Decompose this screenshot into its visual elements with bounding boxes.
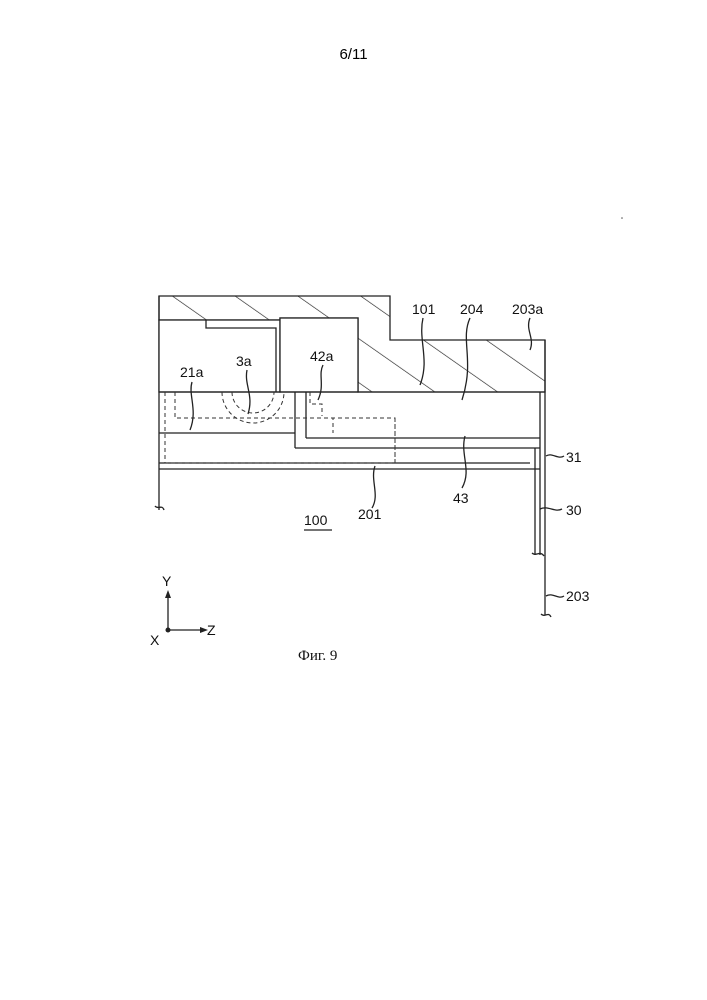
dashed-outline-201 [165,392,395,463]
break-mark-203 [541,614,551,617]
leader-31 [546,455,564,457]
axis-z-label: Z [207,622,216,638]
leader-30 [540,508,562,510]
block-3a [159,320,280,392]
label-30: 30 [566,502,582,518]
stray-dot [621,217,623,219]
dashed-outline-21a [175,392,333,433]
axis-y-label: Y [162,573,172,589]
label-101: 101 [412,301,436,317]
leader-203 [546,595,564,597]
axis-x-label: X [150,632,160,648]
figure-caption: Фиг. 9 [298,648,337,664]
label-204: 204 [460,301,484,317]
label-203: 203 [566,588,590,604]
break-mark-30 [532,553,544,556]
leader-201 [372,466,375,508]
label-42a: 42a [310,348,334,364]
label-203a: 203a [512,301,543,317]
label-3a: 3a [236,353,252,369]
label-43: 43 [453,490,469,506]
label-31: 31 [566,449,582,465]
label-100: 100 [304,512,328,528]
arc-3a-inner [232,392,274,413]
arc-3a-outer [222,392,284,423]
label-21a: 21a [180,364,204,380]
label-201: 201 [358,506,382,522]
leader-43 [462,436,466,488]
axis-indicator: Y Z X [150,573,216,648]
